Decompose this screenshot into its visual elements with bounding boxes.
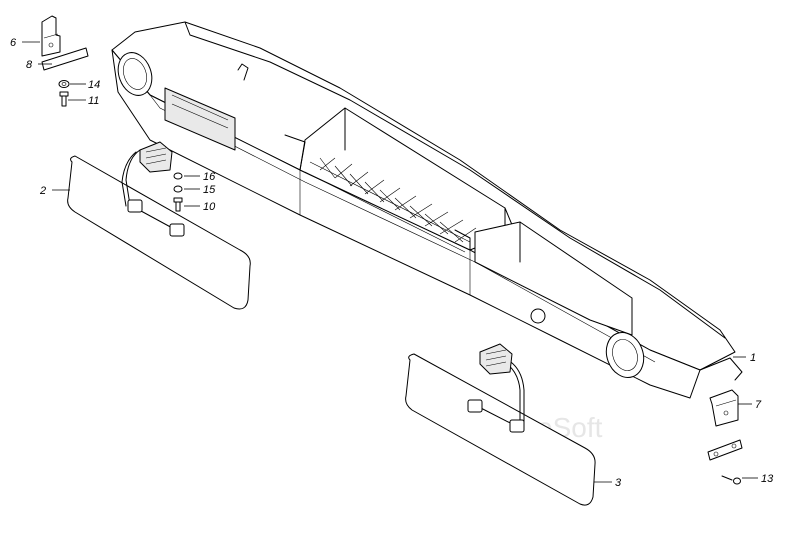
part-13-plate — [707, 439, 743, 461]
callout-15: 15 — [203, 184, 216, 196]
part-8-plate — [41, 47, 89, 71]
callout-14: 14 — [88, 79, 100, 91]
part-3-right-sun-visor — [405, 343, 596, 506]
part-7-bracket — [709, 389, 739, 427]
callout-10: 10 — [203, 201, 216, 213]
part-13-screw — [707, 439, 743, 485]
callout-labels: 6 8 14 11 2 16 15 10 1 7 3 13 — [10, 37, 774, 489]
part-11-screw — [59, 91, 69, 107]
callout-1: 1 — [750, 352, 756, 364]
right-visor-end-clip — [509, 419, 525, 433]
callout-6: 6 — [10, 37, 17, 49]
part-6-bracket — [41, 15, 61, 57]
callout-2: 2 — [39, 185, 46, 197]
callout-11: 11 — [88, 95, 99, 107]
right-speaker-grille — [605, 332, 645, 378]
part-2-left-sun-visor — [67, 141, 251, 310]
part-15-washer — [173, 185, 183, 193]
callout-7: 7 — [755, 399, 762, 411]
callout-16: 16 — [203, 171, 216, 183]
part-14-washer — [58, 80, 70, 88]
callout-13: 13 — [761, 473, 774, 485]
callout-3: 3 — [615, 477, 622, 489]
left-visor-mount-bracket — [139, 141, 173, 173]
part-16-washer — [173, 172, 183, 180]
right-visor-hinge-clip — [467, 399, 483, 413]
left-visor-hinge-clip — [127, 199, 143, 213]
left-speaker-grille — [117, 52, 153, 96]
tray-net — [304, 157, 477, 253]
part-1-console-shelf — [111, 21, 743, 399]
leader-lines — [22, 41, 758, 483]
right-visor-mount-bracket — [479, 343, 513, 375]
callout-8: 8 — [26, 59, 33, 71]
part-10-screw — [173, 197, 183, 212]
left-visor-end-clip — [169, 223, 185, 237]
